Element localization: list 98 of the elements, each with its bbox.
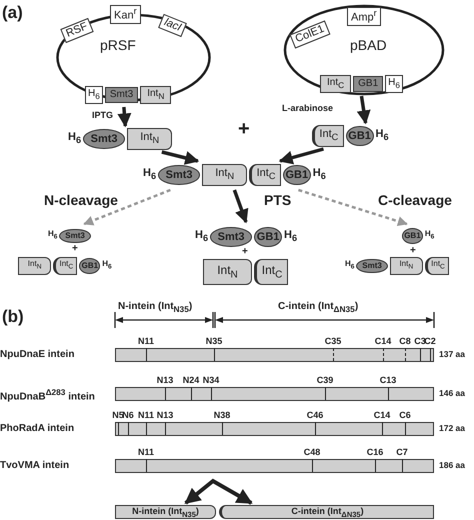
position-label: N35 — [206, 337, 222, 347]
dimension-label: C-intein (Int$_{ΔN35}$) — [278, 301, 358, 314]
plasmid-name: pBAD — [350, 38, 387, 54]
arrow — [278, 147, 324, 164]
his-tag-segment: H$_{6}$ — [385, 75, 404, 93]
row-label: NpuDnaB$^{Δ283}$ intein — [0, 388, 95, 402]
protein-domain: Smt3 — [356, 258, 388, 274]
plus-sign: + — [410, 245, 416, 256]
protein-domain: GB1 — [402, 228, 423, 244]
protein-domain: GB1 — [282, 164, 311, 186]
position-label: N13 — [156, 411, 174, 421]
his-tag-label: H$_{6}$ — [48, 230, 58, 242]
protein-domain: GB1 — [79, 258, 100, 274]
position-label: C46 — [306, 411, 324, 421]
dimension-label: N-intein (Int$_{N35}$) — [118, 301, 192, 314]
panel-label: (a) — [2, 4, 23, 23]
plasmid-name: pRSF — [100, 38, 136, 54]
his-tag-label: H$_{6}$ — [424, 230, 434, 242]
his-tag-label: H$_{6}$ — [143, 168, 156, 182]
position-label: C14 — [374, 337, 392, 347]
position-label: C48 — [304, 448, 320, 458]
intein-segment: Int$_{C}$ — [424, 256, 450, 276]
position-label: N5 — [112, 411, 124, 421]
intein-segment: Int$_{N}$ — [390, 256, 423, 276]
gene-segment: GB1 — [353, 76, 384, 92]
position-label: C2 — [424, 337, 436, 347]
plus-sign: + — [72, 243, 78, 254]
his-tag-segment: H$_{6}$ — [85, 86, 103, 104]
intein-segment: Int$_{N}$ — [202, 164, 248, 186]
position-label: N11 — [138, 337, 154, 347]
length-label: 137 aa — [439, 350, 465, 360]
position-label: N13 — [156, 376, 174, 386]
gene-feature: lacI — [158, 14, 188, 38]
arrow — [356, 96, 371, 124]
length-label: 186 aa — [439, 461, 465, 470]
row-label: PhoRadA intein — [0, 423, 74, 434]
intein-segment: N-intein (Int$_{N35}$) — [115, 505, 216, 519]
gene-segment: Smt3 — [104, 87, 138, 103]
arrow — [184, 478, 253, 505]
panel-label: (b) — [2, 308, 24, 327]
his-tag-label: H$_{6}$ — [312, 168, 326, 182]
intein-segment: Int$_{N}$ — [18, 256, 52, 276]
plus-sign: + — [242, 246, 248, 257]
his-tag-label: H$_{6}$ — [102, 260, 112, 272]
position-label: N11 — [138, 448, 154, 458]
length-label: 146 aa — [439, 389, 465, 398]
his-tag-label: H$_{6}$ — [284, 230, 298, 244]
gene-feature: Kan$^{r}$ — [110, 5, 141, 24]
edge-label: PTS — [264, 193, 292, 208]
gene-feature: ColE1 — [290, 20, 330, 49]
row-label: TvoVMA intein — [0, 460, 70, 471]
position-label: C35 — [324, 337, 342, 347]
position-label: C14 — [374, 411, 390, 421]
gene-segment: Int$_{C}$ — [320, 75, 352, 93]
position-label: C6 — [399, 411, 411, 421]
edge-label: N-cleavage — [44, 193, 118, 208]
position-label: C8 — [399, 337, 411, 347]
position-label: C7 — [396, 448, 408, 458]
protein-domain: Smt3 — [83, 129, 126, 149]
intein-segment: Int$_{N}$ — [127, 128, 172, 150]
protein-domain: Smt3 — [210, 227, 252, 247]
protein-domain: Smt3 — [158, 165, 200, 185]
his-tag-label: H$_{6}$ — [345, 260, 354, 272]
arrow — [83, 188, 171, 226]
position-label: C3 — [414, 337, 426, 347]
length-label: 172 aa — [439, 424, 465, 434]
edge-label: IPTG — [92, 111, 114, 121]
position-label: N24 — [182, 376, 200, 386]
position-label: C16 — [366, 448, 384, 458]
position-label: N38 — [214, 411, 230, 421]
gene-segment: Int$_{N}$ — [140, 86, 172, 104]
his-tag-label: H$_{6}$ — [376, 129, 389, 143]
plus-sign: + — [238, 118, 250, 140]
intein-segment: Int$_{C}$ — [254, 259, 288, 285]
his-tag-label: H$_{6}$ — [68, 132, 82, 146]
arrow — [117, 106, 132, 128]
position-label: N34 — [202, 376, 220, 386]
gene-feature: Amp$^{r}$ — [347, 7, 381, 26]
position-label: N6 — [122, 411, 134, 421]
his-tag-label: H$_{6}$ — [195, 230, 208, 244]
intein-segment: Int$_{N}$ — [203, 259, 252, 285]
protein-domain: GB1 — [346, 126, 374, 146]
intein-segment: Int$_{C}$ — [249, 164, 281, 186]
arrow — [298, 188, 408, 226]
position-label: N11 — [138, 411, 154, 421]
position-label: C39 — [316, 376, 334, 386]
protein-domain: Smt3 — [59, 228, 91, 244]
row-label: NpuDnaE intein — [0, 349, 74, 360]
intein-segment: Int$_{C}$ — [53, 256, 78, 276]
gene-feature: RSF — [60, 18, 94, 44]
protein-domain: GB1 — [254, 226, 282, 248]
arrow — [232, 189, 248, 224]
position-label: C13 — [380, 376, 396, 386]
edge-label: C-cleavage — [378, 193, 452, 208]
arrow — [161, 150, 200, 165]
intein-segment: Int$_{C}$ — [312, 125, 344, 147]
edge-label: L-arabinose — [282, 104, 334, 114]
intein-segment: C-intein (Int$_{ΔN35}$) — [219, 505, 434, 519]
